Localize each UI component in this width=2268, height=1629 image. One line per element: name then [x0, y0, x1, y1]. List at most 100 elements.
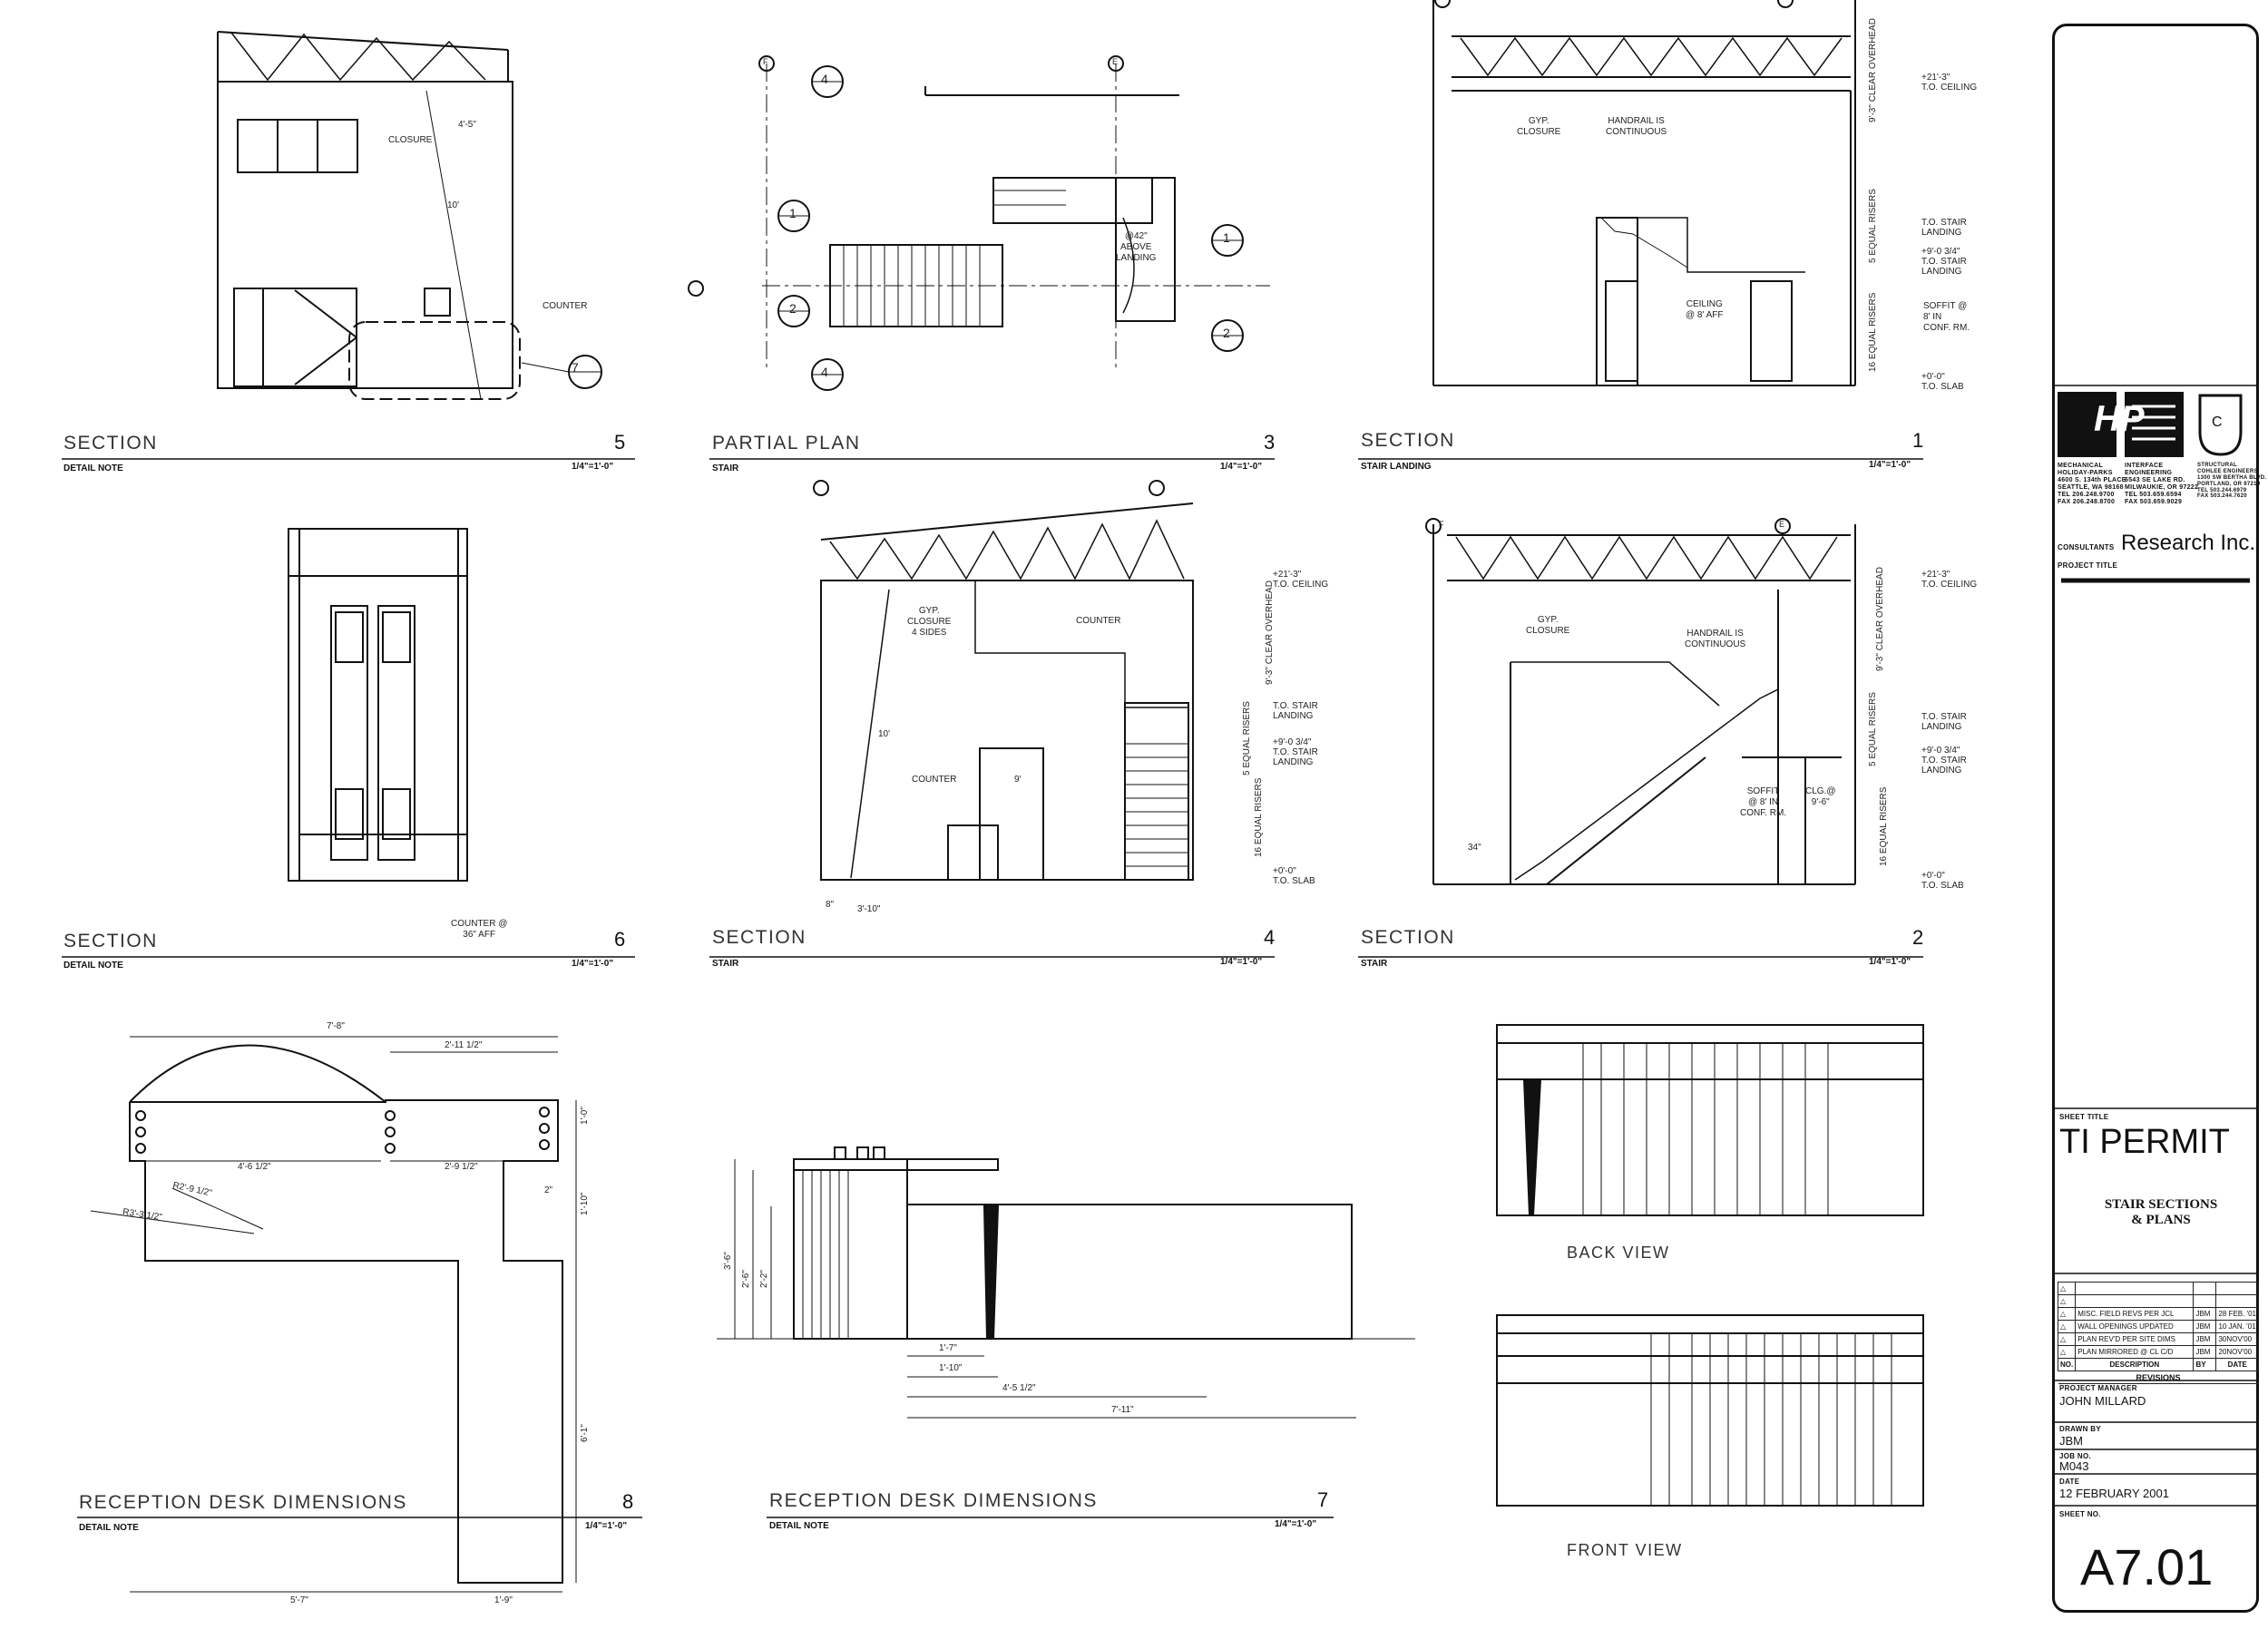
detail-7-scale: 1/4"=1'-0"	[1275, 1519, 1317, 1529]
sheet-subtitle: STAIR SECTIONS& PLANS	[2104, 1197, 2218, 1228]
five-risers-d2: 5 EQUAL RISERS	[1868, 692, 1878, 766]
detail-3-sub: STAIR	[712, 463, 739, 473]
pm-value: JOHN MILLARD	[2059, 1394, 2146, 1408]
detail-8-sub: DETAIL NOTE	[79, 1523, 139, 1533]
title-underlines	[62, 458, 1923, 1518]
elev-slab-d1: +0'-0"T.O. SLAB	[1921, 372, 1964, 392]
detail-6-scale: 1/4"=1'-0"	[572, 959, 614, 969]
elev-ceiling-d1: +21'-3"T.O. CEILING	[1921, 73, 1978, 93]
note-ceiling-d1: CEILING@ 8' AFF	[1686, 299, 1724, 320]
sheet-title: TI PERMIT	[2059, 1123, 2230, 1161]
detail-5-title: SECTION	[64, 433, 158, 454]
detail-4-scale: 1/4"=1'-0"	[1220, 957, 1263, 967]
dim-d5-b: 10'	[447, 200, 460, 210]
dim-d7-v2: 2'-6"	[741, 1270, 751, 1288]
job-label: JOB NO.	[2059, 1452, 2091, 1460]
dim-d4-b: 9'	[1014, 775, 1022, 785]
marker-1-left: 1	[789, 206, 797, 220]
grid-f-d3: F	[763, 57, 768, 66]
elev-slab-d2: +0'-0"T.O. SLAB	[1921, 871, 1964, 891]
detail-3-title: PARTIAL PLAN	[712, 433, 861, 454]
detail-8-number: 8	[622, 1490, 634, 1513]
project-title-label: PROJECT TITLE	[2058, 561, 2118, 570]
back-view-label: BACK VIEW	[1567, 1244, 1670, 1262]
detail-6-title: SECTION	[64, 931, 158, 951]
marker-4-top: 4	[821, 72, 828, 86]
detail-8-scale: 1/4"=1'-0"	[585, 1521, 628, 1531]
marker-2-right: 2	[1223, 326, 1230, 340]
detail-4-title: SECTION	[712, 927, 807, 948]
detail-3-number: 3	[1264, 431, 1276, 454]
interface-logo-icon	[2125, 392, 2184, 457]
dim-d7-d: 7'-11"	[1111, 1405, 1134, 1415]
detail-7-number: 7	[1317, 1488, 1329, 1511]
detail-2-number: 2	[1912, 926, 1924, 949]
dim-d7-v3: 2'-2"	[759, 1270, 769, 1288]
elev-ceiling-d4: +21'-3"T.O. CEILING	[1273, 570, 1329, 590]
detail-2-sub: STAIR	[1361, 959, 1388, 969]
detail-7-title: RECEPTION DESK DIMENSIONS	[769, 1490, 1098, 1511]
five-risers-d1: 5 EQUAL RISERS	[1868, 189, 1878, 263]
dim-d8-b1: 5'-7"	[290, 1595, 308, 1605]
detail-3-drawing	[688, 55, 1270, 372]
grid-f-d2: F	[1439, 520, 1444, 529]
detail-8-title: RECEPTION DESK DIMENSIONS	[79, 1492, 407, 1513]
hp-logo-icon	[2058, 392, 2116, 457]
grid-e-d2: E	[1779, 520, 1785, 529]
note-clg-d2: CLG.@9'-6"	[1805, 786, 1836, 807]
dim-d8-m: 2'-9 1/2"	[445, 1162, 478, 1172]
title-block	[2052, 24, 2259, 1613]
job-value: M043	[2059, 1459, 2089, 1473]
dim-d8-top: 7'-8"	[327, 1021, 345, 1031]
dim-d8-l: 4'-6 1/2"	[238, 1162, 271, 1172]
detail-5-number: 5	[614, 431, 626, 454]
detail-1-title: SECTION	[1361, 430, 1455, 451]
marker-4-bottom: 4	[821, 365, 828, 379]
elev-ceiling-d2: +21'-3"T.O. CEILING	[1921, 570, 1978, 590]
dim-d8-v3: 2"	[544, 1185, 553, 1195]
titleblock-lines	[2054, 385, 2257, 1507]
dim-d8-b2: 1'-9"	[494, 1595, 513, 1605]
dim-d4-a: 10'	[878, 729, 891, 739]
detail-4-drawing	[813, 480, 1194, 881]
front-view-drawing	[1496, 1314, 1924, 1507]
detail-6-sub: DETAIL NOTE	[64, 961, 123, 971]
sixteen-risers-d2: 16 EQUAL RISERS	[1879, 786, 1889, 866]
consultants-label: CONSULTANTS	[2058, 543, 2115, 551]
detail-8-drawing	[90, 1036, 577, 1593]
detail-3-scale: 1/4"=1'-0"	[1220, 462, 1263, 472]
sheet-no-label: SHEET NO.	[2059, 1510, 2101, 1518]
dim-d8-v2: 1'-10"	[580, 1192, 590, 1215]
clear-overhead-d4: 9'-3" CLEAR OVERHEAD	[1265, 580, 1275, 685]
detail-4-sub: STAIR	[712, 959, 739, 969]
dim-d7-a: 1'-7"	[939, 1343, 957, 1353]
dim-d2-a: 34"	[1468, 843, 1481, 853]
pm-label: PROJECT MANAGER	[2059, 1384, 2137, 1392]
hp-logo-text: HP	[2094, 399, 2145, 439]
sixteen-risers-d1: 16 EQUAL RISERS	[1868, 292, 1878, 372]
drawn-label: DRAWN BY	[2059, 1425, 2101, 1433]
dim-d5-a: 4'-5"	[458, 120, 476, 130]
note-counter-d5: COUNTER	[543, 301, 588, 311]
detail-4-number: 4	[1264, 926, 1276, 949]
dim-d8-v1: 1'-0"	[580, 1107, 590, 1125]
five-risers-d4: 5 EQUAL RISERS	[1242, 701, 1252, 775]
dim-d8-r: 2'-11 1/2"	[445, 1040, 483, 1050]
